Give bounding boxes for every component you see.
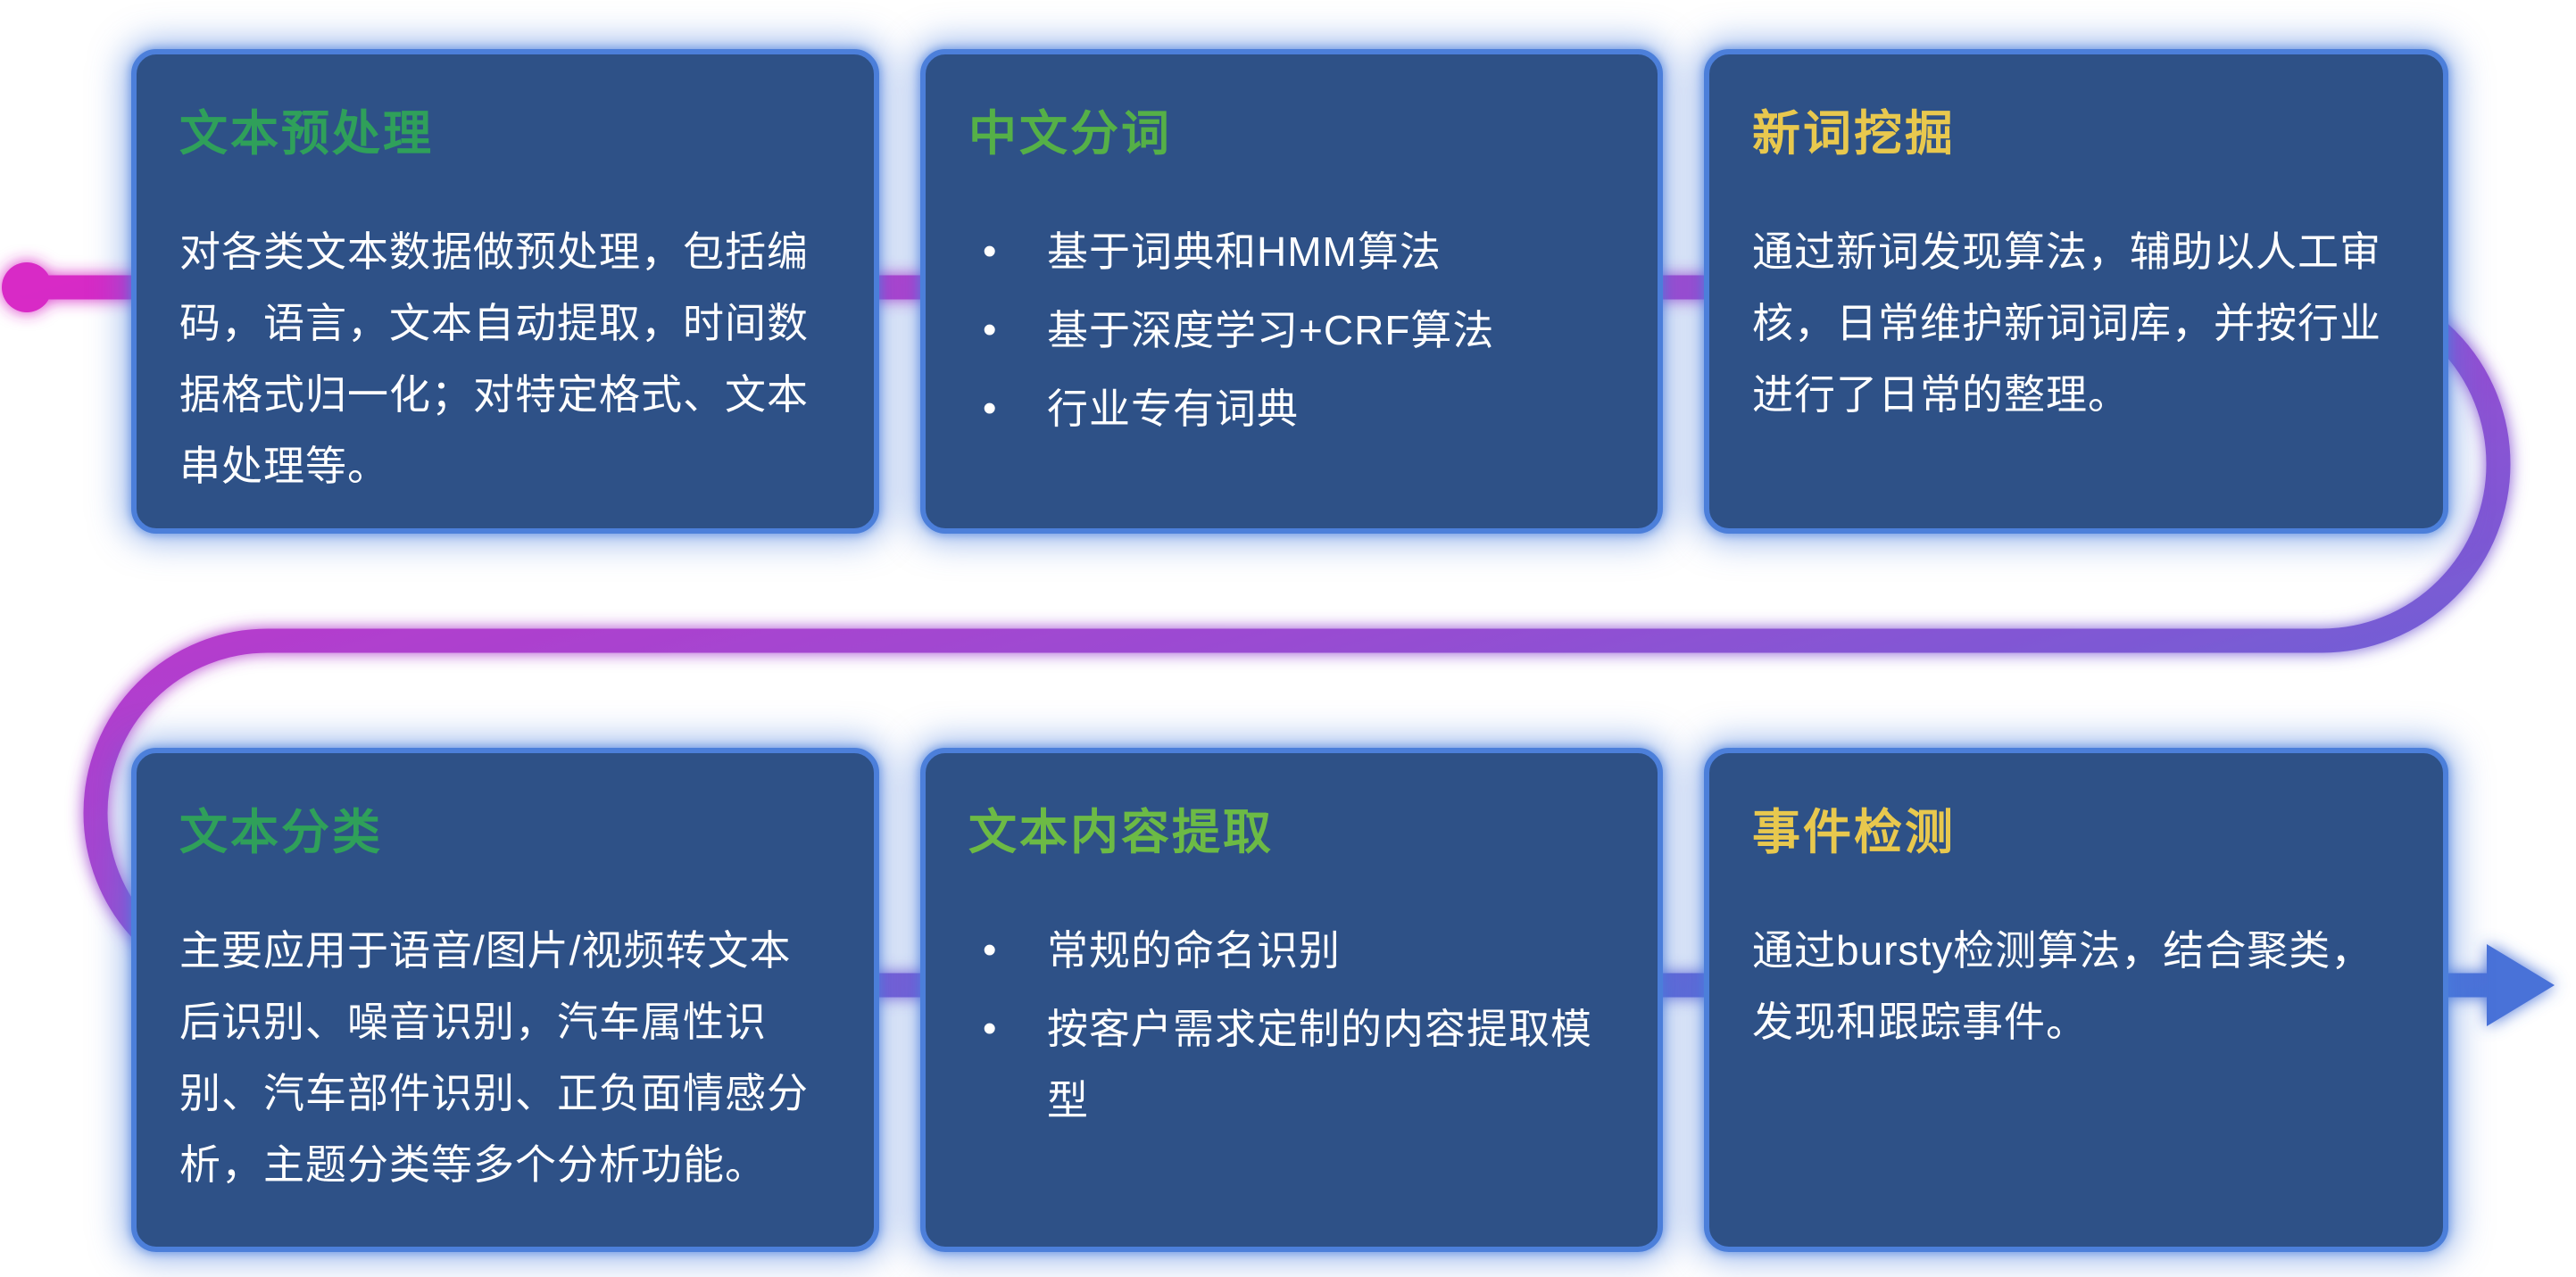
- card-chinese-word-segmentation: 中文分词 基于词典和HMM算法基于深度学习+CRF算法行业专有词典: [920, 49, 1663, 534]
- card-bullet-list: 基于词典和HMM算法基于深度学习+CRF算法行业专有词典: [968, 216, 1615, 444]
- card-body: 通过bursty检测算法，结合聚类，发现和跟踪事件。: [1752, 927, 2373, 1045]
- card-text-preprocessing: 文本预处理 对各类文本数据做预处理，包括编码，语言，文本自动提取，时间数据格式归…: [131, 49, 879, 534]
- card-title: 事件检测: [1752, 806, 1956, 859]
- card-title: 文本内容提取: [968, 806, 1274, 859]
- flow-path: [14, 275, 2511, 998]
- card-bullet: 基于深度学习+CRF算法: [968, 294, 1615, 366]
- card-bullet-list: 常规的命名识别按客户需求定制的内容提取模型: [968, 915, 1615, 1136]
- card-text-content-extraction: 文本内容提取 常规的命名识别按客户需求定制的内容提取模型: [920, 748, 1663, 1252]
- card-title: 新词挖掘: [1752, 107, 1956, 161]
- card-bullet: 行业专有词典: [968, 373, 1615, 444]
- card-body: 对各类文本数据做预处理，包括编码，语言，文本自动提取，时间数据格式归一化；对特定…: [179, 228, 809, 489]
- card-body: 主要应用于语音/图片/视频转文本后识别、噪音识别，汽车属性识别、汽车部件识别、正…: [179, 927, 809, 1188]
- card-title: 中文分词: [968, 107, 1172, 161]
- card-title: 文本预处理: [179, 107, 434, 161]
- card-bullet: 按客户需求定制的内容提取模型: [968, 993, 1615, 1136]
- card-bullet: 常规的命名识别: [968, 915, 1615, 986]
- card-body: 通过新词发现算法，辅助以人工审核，日常维护新词词库，并按行业进行了日常的整理。: [1752, 228, 2381, 418]
- card-text-classification: 文本分类 主要应用于语音/图片/视频转文本后识别、噪音识别，汽车属性识别、汽车部…: [131, 748, 879, 1252]
- card-bullet: 基于词典和HMM算法: [968, 216, 1615, 287]
- card-title: 文本分类: [179, 806, 383, 859]
- card-event-detection: 事件检测 通过bursty检测算法，结合聚类，发现和跟踪事件。: [1704, 748, 2448, 1252]
- card-new-word-mining: 新词挖掘 通过新词发现算法，辅助以人工审核，日常维护新词词库，并按行业进行了日常…: [1704, 49, 2448, 534]
- flow-end-arrow-icon: [2487, 944, 2555, 1026]
